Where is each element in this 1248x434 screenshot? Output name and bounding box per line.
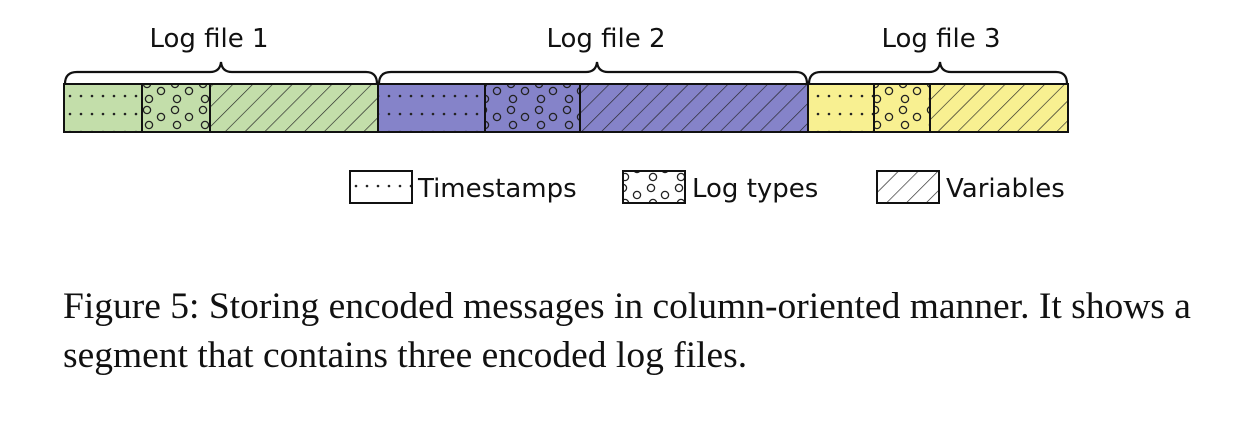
log-file-1-brace (63, 61, 379, 85)
log-file-3-label: Log file 3 (881, 24, 1000, 54)
log-file-1-label: Log file 1 (149, 24, 268, 54)
log-file-1-block (63, 83, 379, 133)
figure-caption: Figure 5: Storing encoded messages in co… (63, 282, 1223, 380)
legend-variables-swatch (876, 170, 940, 204)
log-file-3-block (807, 83, 1069, 133)
legend-log-types-swatch (622, 170, 686, 204)
log-file-2-label: Log file 2 (546, 24, 665, 54)
legend: Timestamps Log types Variables (349, 170, 1065, 204)
log-file-2-brace (377, 61, 809, 85)
figure-caption-text: Storing encoded messages in column-orien… (63, 286, 1191, 376)
legend-log-types-label: Log types (692, 174, 818, 204)
figure-caption-label: Figure 5: (63, 286, 200, 327)
log-file-3-brace (807, 61, 1069, 85)
legend-timestamps-swatch (349, 170, 413, 204)
legend-variables-label: Variables (946, 174, 1065, 204)
log-file-2-block (377, 83, 809, 133)
legend-timestamps-label: Timestamps (417, 174, 577, 204)
segment-diagram: Log file 1 Log file 2 Log file 3 Timesta… (63, 24, 1069, 204)
